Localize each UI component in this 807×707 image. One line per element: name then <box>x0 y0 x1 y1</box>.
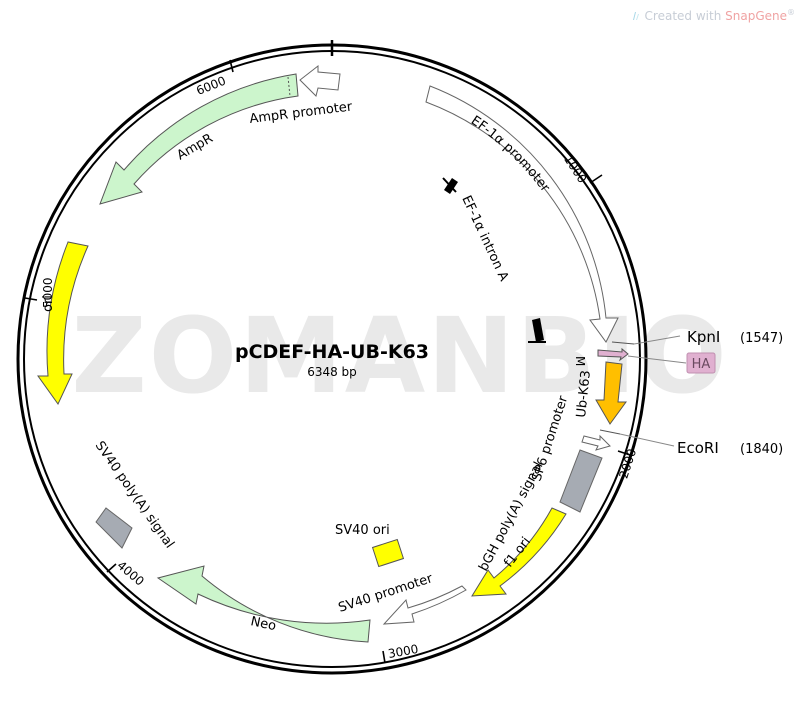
ha-label-box <box>686 352 716 374</box>
credit-prefix: Created with <box>644 9 726 23</box>
ampr-promoter-arrow <box>299 64 341 97</box>
ampr-promoter-label: AmpR promoter <box>249 99 354 127</box>
tick-label-4000: 4000 <box>114 558 146 588</box>
sv40-ori-box <box>371 538 405 568</box>
sp6-promoter-arrow <box>581 434 611 451</box>
plasmid-name: pCDEF-HA-UB-K63 <box>235 341 429 363</box>
credit-brand: SnapGene <box>725 9 787 23</box>
tick-label-6000: 6000 <box>194 74 228 98</box>
ha-tag-arrow <box>597 347 629 362</box>
snapgene-credit: Created with SnapGene® <box>631 8 795 23</box>
m-label: M <box>573 356 587 366</box>
ecori-tick <box>599 429 621 435</box>
ef1a-promoter-arrow <box>425 85 619 343</box>
sv40-promoter-arrow <box>382 585 467 625</box>
tick-5000 <box>24 297 38 301</box>
neo-arrow <box>156 565 371 643</box>
ori-arrow <box>37 241 89 405</box>
tick-6000 <box>229 59 234 73</box>
ecori-position: (1840) <box>740 442 783 457</box>
tick-1000 <box>589 174 603 184</box>
ef1a-intron-end <box>532 318 544 342</box>
ef1a-intron-start-cap <box>442 177 457 193</box>
ecori-name: EcoRI <box>677 439 719 457</box>
sv40-polya-box <box>95 507 133 549</box>
f1-ori-arrow <box>471 507 567 597</box>
kpni-tick <box>611 341 635 345</box>
ha-leader <box>627 355 687 364</box>
plasmid-size: 6348 bp <box>307 365 357 379</box>
bgh-polya-box <box>559 449 603 513</box>
ampr-arrow <box>99 73 299 205</box>
sv40-polya-label: SV40 poly(A) signal <box>92 439 177 552</box>
ecori-leader <box>619 433 675 447</box>
tick-label-1000: 1000 <box>561 152 589 185</box>
sv40-ori-label: SV40 ori <box>335 523 390 538</box>
tick-4000 <box>106 563 117 573</box>
ef1a-intron-label: EF-1α intron A <box>458 193 511 283</box>
credit-mark: ® <box>787 8 795 17</box>
kpni-leader <box>633 335 681 345</box>
snapgene-logo-icon <box>632 12 639 20</box>
tick-marks <box>24 59 631 664</box>
ori-label: ori <box>41 295 56 312</box>
tick-3000 <box>382 650 386 664</box>
ub-k63-arrow <box>595 361 627 425</box>
tick-label-3000: 3000 <box>387 642 420 661</box>
kpni-position: (1547) <box>740 331 783 346</box>
neo-label: Neo <box>249 614 277 634</box>
ub-k63-label: Ub-K63 <box>574 370 594 419</box>
ampr-dotted <box>287 76 291 97</box>
ha-label: HA <box>692 357 711 372</box>
tick-2000 <box>617 450 631 456</box>
kpni-name: KpnI <box>687 328 720 346</box>
